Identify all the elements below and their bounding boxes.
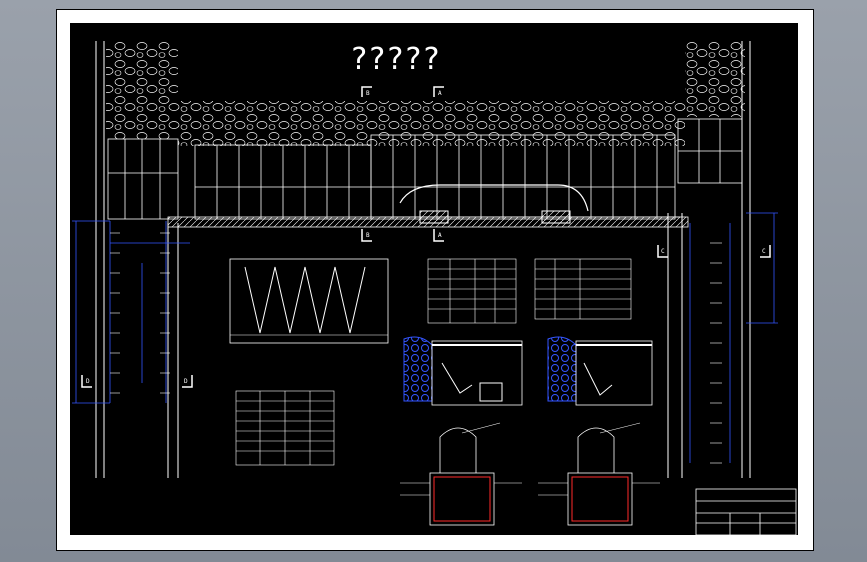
section-view-right xyxy=(547,336,653,406)
table-bottom-left xyxy=(235,390,335,466)
schedule-panel xyxy=(229,258,389,344)
section-marker-d-left: D xyxy=(86,378,90,385)
section-markers: B A B A C C D D xyxy=(81,86,771,388)
right-ladder xyxy=(689,212,778,463)
section-marker-a-top: A xyxy=(438,90,442,97)
section-view-left xyxy=(403,336,523,406)
left-wall xyxy=(95,41,179,478)
drawing-area[interactable]: ????? xyxy=(69,22,799,536)
left-ladder xyxy=(72,220,190,404)
section-marker-a-bottom: A xyxy=(438,232,442,239)
cad-drawing: ????? xyxy=(72,41,797,536)
rock-strata xyxy=(106,41,745,146)
title-block xyxy=(695,488,797,536)
section-marker-d-right: D xyxy=(184,378,188,385)
table-top-right xyxy=(534,258,632,320)
table-top-middle xyxy=(427,258,517,324)
detail-view-right xyxy=(538,422,660,526)
section-marker-b-bottom: B xyxy=(366,232,370,239)
roadway-beam xyxy=(167,210,689,228)
detail-view-left xyxy=(400,422,522,526)
right-rungs xyxy=(710,242,722,464)
drawing-title: ????? xyxy=(350,42,440,77)
section-marker-b-top: B xyxy=(366,90,370,97)
left-rungs xyxy=(110,232,170,394)
section-marker-c-right: C xyxy=(762,248,766,255)
support-blocks xyxy=(107,118,743,220)
section-marker-c-left: C xyxy=(661,248,665,255)
